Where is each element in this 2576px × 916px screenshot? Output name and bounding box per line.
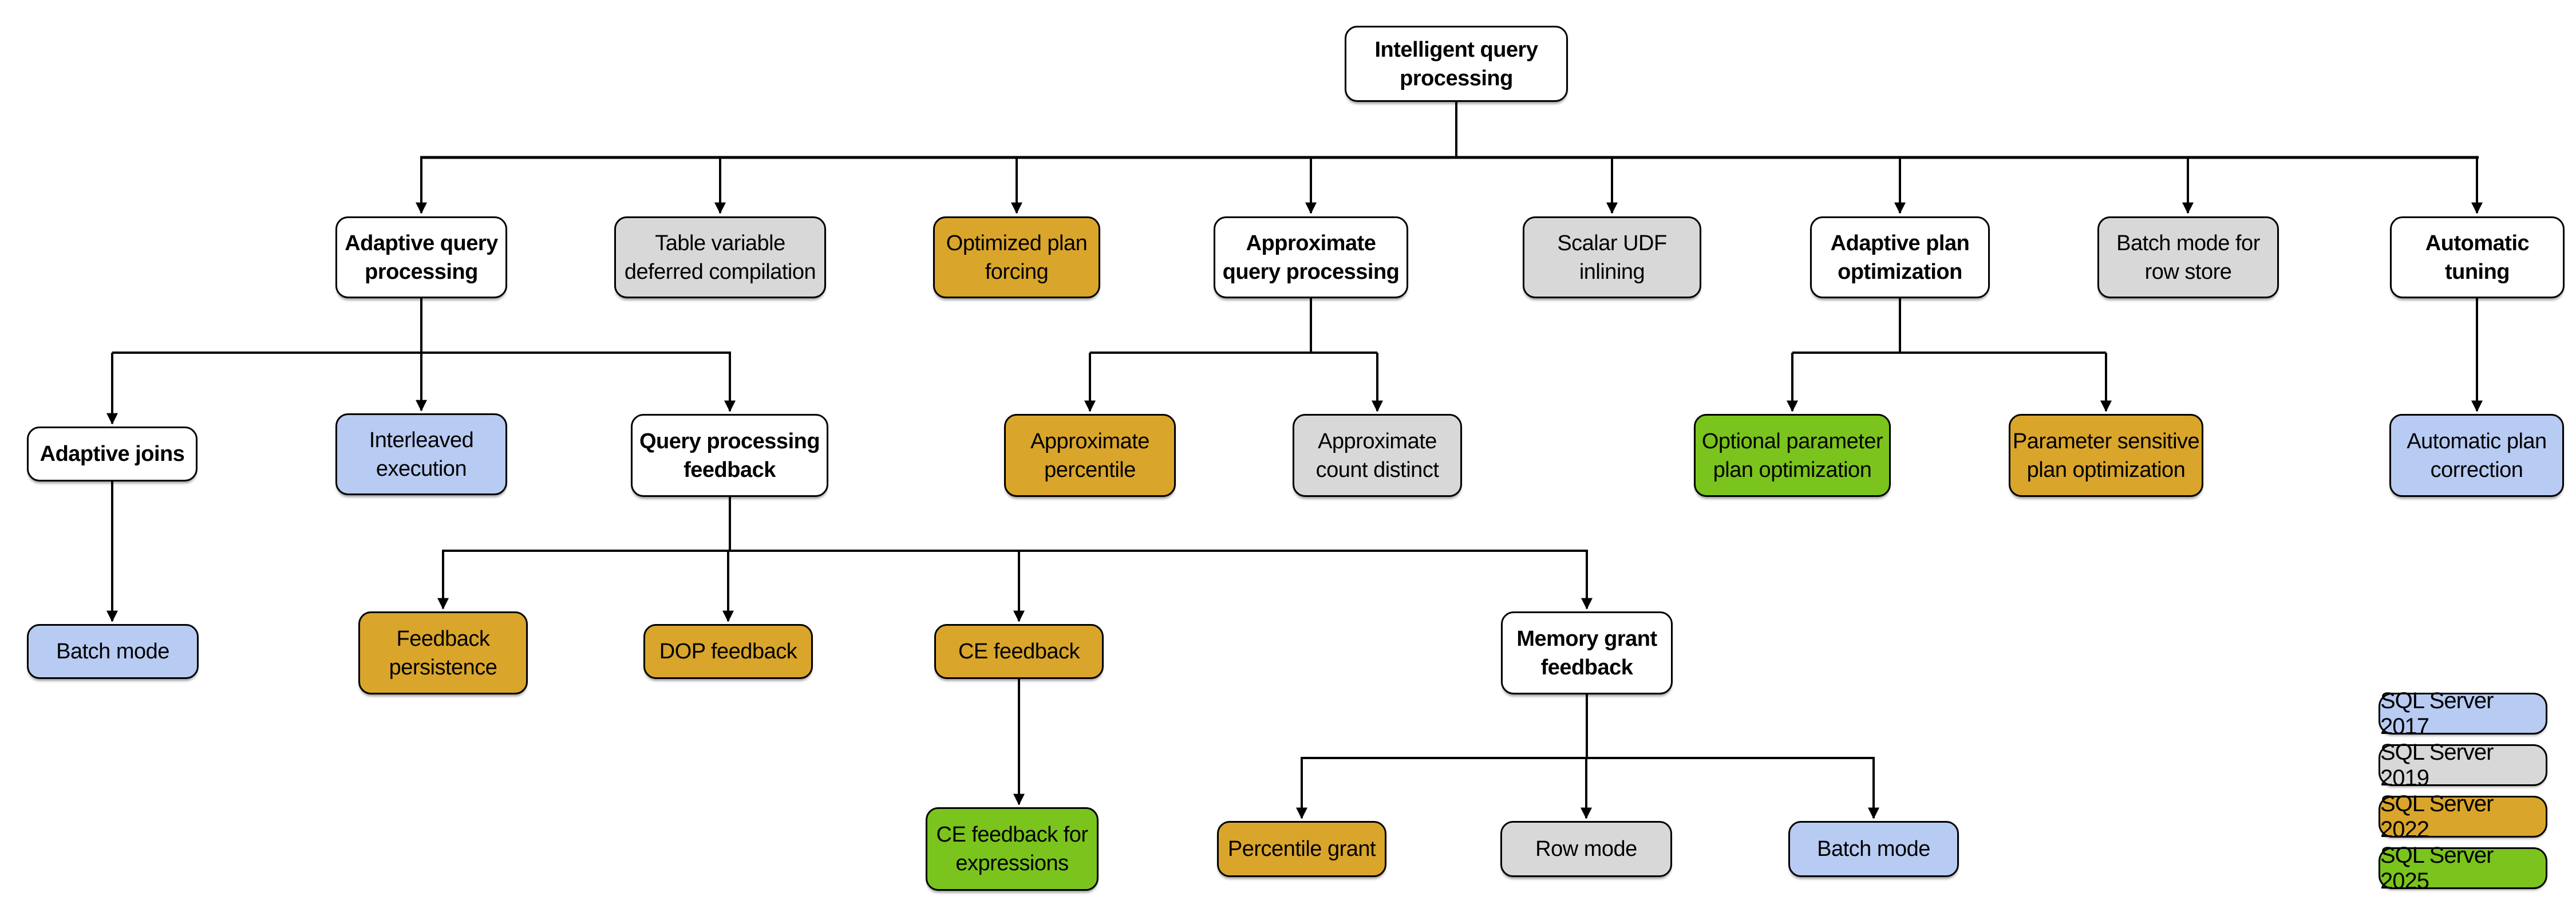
node-ce-feedback-for-expressions: CE feedback for expressions [926, 807, 1099, 891]
node-dop-feedback: DOP feedback [643, 624, 813, 679]
node-memory-grant-feedback: Memory grant feedback [1501, 611, 1673, 694]
node-label: DOP feedback [659, 639, 797, 664]
node-parameter-sensitive-plan-optimization: Parameter sensitive plan optimization [2009, 414, 2203, 497]
node-ce-feedback: CE feedback [934, 624, 1104, 679]
node-label: CE feedback for expressions [936, 823, 1088, 875]
node-label: Automatic tuning [2425, 231, 2530, 284]
node-approximate-percentile: Approximate percentile [1004, 414, 1176, 497]
node-label: Batch mode [56, 639, 169, 664]
node-label: Approximate count distinct [1315, 429, 1439, 482]
node-label: Batch mode [1817, 837, 1930, 861]
node-label: Scalar UDF inlining [1557, 231, 1667, 284]
node-label: Intelligent query processing [1374, 37, 1538, 90]
node-label: Optimized plan forcing [946, 231, 1088, 284]
node-label: Interleaved execution [369, 428, 474, 481]
node-label: Row mode [1535, 837, 1637, 861]
node-label: Feedback persistence [389, 626, 497, 680]
node-feedback-persistence: Feedback persistence [358, 611, 528, 694]
node-label: Parameter sensitive plan optimization [2012, 429, 2200, 482]
node-automatic-tuning: Automatic tuning [2390, 216, 2565, 298]
node-adaptive-joins: Adaptive joins [27, 427, 197, 481]
legend-sql-server-2019: SQL Server 2019 [2379, 740, 2547, 791]
node-optional-parameter-plan-optimization: Optional parameter plan optimization [1694, 414, 1891, 497]
node-approximate-count-distinct: Approximate count distinct [1293, 414, 1462, 497]
node-label: Table variable deferred compilation [624, 231, 816, 284]
node-label: Approximate query processing [1222, 231, 1400, 284]
node-percentile-grant: Percentile grant [1217, 821, 1386, 877]
node-label: Batch mode for row store [2116, 231, 2260, 284]
node-interleaved-execution: Interleaved execution [335, 413, 507, 495]
legend-sql-server-2017: SQL Server 2017 [2379, 688, 2547, 739]
node-table-variable-deferred-compilation: Table variable deferred compilation [614, 216, 826, 298]
node-label: Query processing feedback [639, 429, 820, 482]
node-label: Adaptive plan optimization [1830, 231, 1970, 284]
node-automatic-plan-correction: Automatic plan correction [2389, 414, 2564, 497]
node-label: CE feedback [958, 639, 1080, 664]
node-label: Approximate percentile [1030, 429, 1149, 482]
node-label: Automatic plan correction [2407, 429, 2547, 482]
node-query-processing-feedback: Query processing feedback [631, 414, 828, 497]
node-batch-mode-adaptive-joins: Batch mode [27, 624, 199, 679]
node-label: Percentile grant [1227, 837, 1376, 861]
node-row-mode: Row mode [1500, 821, 1672, 877]
node-label: Optional parameter plan optimization [1701, 429, 1883, 482]
node-adaptive-query-processing: Adaptive query processing [335, 216, 507, 298]
node-intelligent-query-processing: Intelligent query processing [1345, 26, 1568, 102]
legend-sql-server-2022: SQL Server 2022 [2379, 791, 2547, 842]
node-batch-mode-for-row-store: Batch mode for row store [2097, 216, 2279, 298]
node-scalar-udf-inlining: Scalar UDF inlining [1523, 216, 1701, 298]
node-label: Memory grant feedback [1516, 626, 1657, 680]
node-label: Adaptive query processing [345, 231, 498, 284]
node-optimized-plan-forcing: Optimized plan forcing [933, 216, 1100, 298]
node-batch-mode-memory-grant: Batch mode [1788, 821, 1959, 877]
node-approximate-query-processing: Approximate query processing [1214, 216, 1408, 298]
node-label: Adaptive joins [39, 442, 185, 466]
legend-sql-server-2025: SQL Server 2025 [2379, 843, 2547, 894]
node-adaptive-plan-optimization: Adaptive plan optimization [1810, 216, 1990, 298]
